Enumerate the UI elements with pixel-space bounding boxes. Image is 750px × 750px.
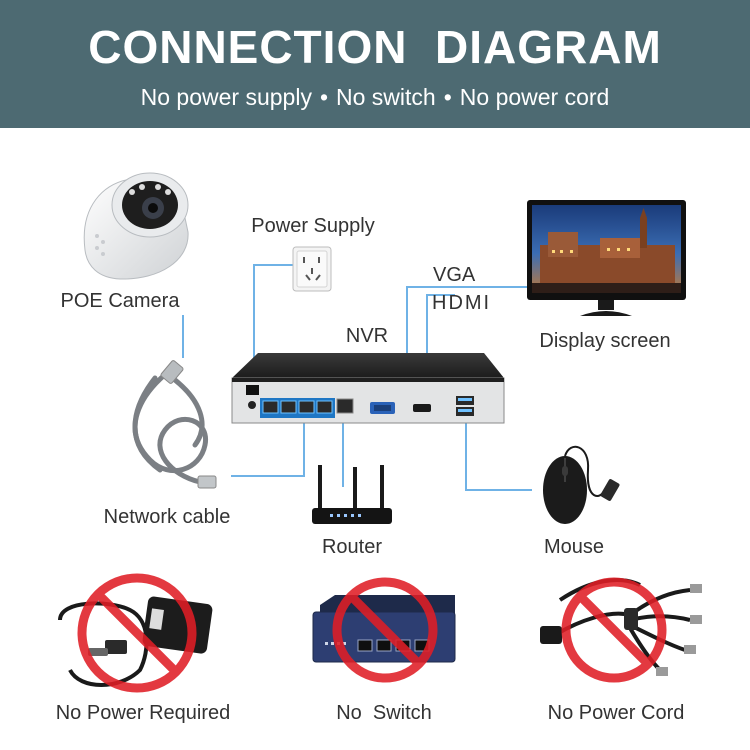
label-no-power-required: No Power Required: [55, 702, 231, 724]
label-poe-camera: POE Camera: [60, 290, 180, 312]
dc-connector-icon: [540, 584, 702, 676]
nvr-device-icon: [231, 353, 505, 424]
label-no-switch: No Switch: [336, 702, 432, 724]
label-nvr: NVR: [345, 325, 389, 347]
label-display-screen: Display screen: [539, 330, 671, 352]
rj45-connector-icon: [160, 360, 217, 489]
router-icon: [312, 465, 392, 524]
bullet-icon: •: [443, 84, 452, 110]
prohibited-icon: [561, 577, 667, 683]
poe-ports: [260, 398, 335, 418]
label-router: Router: [321, 536, 383, 558]
power-socket-icon: [292, 246, 332, 292]
feature-no-power-supply: No power supply: [140, 84, 312, 110]
prohibited-icon: [332, 577, 438, 683]
feature-list: No power supply • No switch • No power cord: [0, 84, 750, 111]
feature-no-power-cord: No power cord: [459, 84, 610, 110]
label-mouse: Mouse: [543, 536, 605, 558]
mouse-icon: [543, 445, 620, 524]
label-hdmi: HDMI: [432, 292, 492, 314]
power-supply-line: [253, 264, 300, 400]
page-title: CONNECTION DIAGRAM: [88, 21, 662, 73]
label-network-cable: Network cable: [103, 506, 231, 528]
network-cable-line: [231, 412, 305, 477]
header-banner: CONNECTION DIAGRAM No power supply • No sw…: [0, 0, 750, 128]
poe-camera-icon: [83, 172, 189, 280]
display-screen-icon: [527, 200, 686, 316]
feature-no-switch: No switch: [336, 84, 436, 110]
label-power-supply: Power Supply: [251, 215, 375, 237]
bullet-icon: •: [319, 84, 329, 110]
network-cable-icon: [132, 369, 208, 485]
label-no-power-cord: No Power Cord: [547, 702, 685, 724]
network-switch-icon: [312, 595, 456, 663]
prohibited-icon: [77, 573, 197, 693]
mouse-line: [465, 412, 532, 491]
label-vga: VGA: [433, 264, 476, 286]
